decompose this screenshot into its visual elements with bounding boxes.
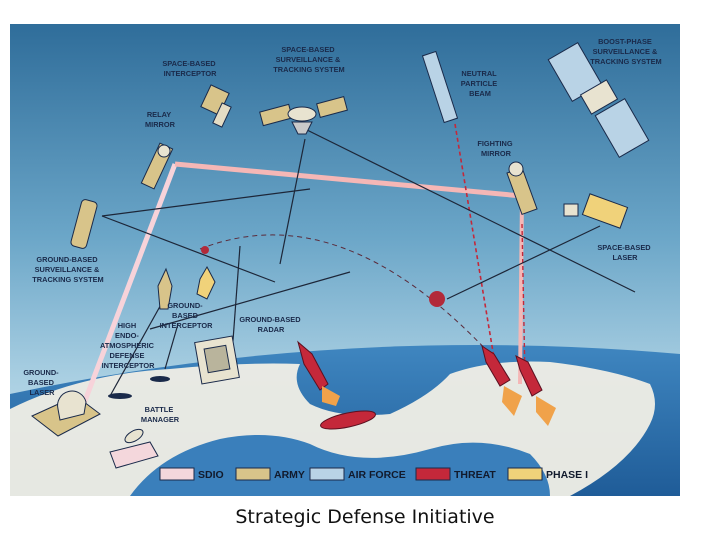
legend-item-army: ARMY: [236, 468, 305, 481]
legend-swatch-sdio: [160, 468, 194, 480]
silo-1: [108, 393, 132, 399]
figure-caption: Strategic Defense Initiative: [0, 506, 720, 528]
legend-label-phase-i: PHASE I: [546, 469, 588, 481]
legend-label-air-force: AIR FORCE: [348, 469, 406, 481]
label-ground-based-surveillance: GROUND-BASED SURVEILLANCE & TRACKING SYS…: [32, 255, 103, 284]
legend-swatch-air-force: [310, 468, 344, 480]
label-relay-mirror: RELAY MIRROR: [145, 110, 176, 129]
legend-item-phase-i: PHASE I: [508, 468, 588, 481]
legend-item-air-force: AIR FORCE: [310, 468, 406, 481]
legend-item-threat: THREAT: [416, 468, 496, 481]
warhead-target-small: [201, 246, 209, 254]
silo-2: [150, 376, 170, 382]
legend-item-sdio: SDIO: [160, 468, 224, 481]
sdi-diagram: SPACE-BASED INTERCEPTOR SPACE-BASED SURV…: [10, 24, 680, 496]
label-fighting-mirror: FIGHTING MIRROR: [477, 139, 514, 158]
legend-swatch-army: [236, 468, 270, 480]
warhead-target: [429, 291, 445, 307]
label-space-based-interceptor: SPACE-BASED INTERCEPTOR: [162, 59, 217, 78]
label-space-based-surveillance: SPACE-BASED SURVEILLANCE & TRACKING SYST…: [273, 45, 344, 74]
legend-swatch-threat: [416, 468, 450, 480]
legend-swatch-phase-i: [508, 468, 542, 480]
label-boost-phase: BOOST-PHASE SURVEILLANCE & TRACKING SYST…: [590, 37, 661, 66]
legend-label-threat: THREAT: [454, 469, 496, 481]
legend-label-army: ARMY: [274, 469, 305, 481]
ground-based-radar: [195, 336, 240, 384]
legend-label-sdio: SDIO: [198, 469, 224, 481]
label-battle-manager: BATTLE MANAGER: [141, 405, 180, 424]
